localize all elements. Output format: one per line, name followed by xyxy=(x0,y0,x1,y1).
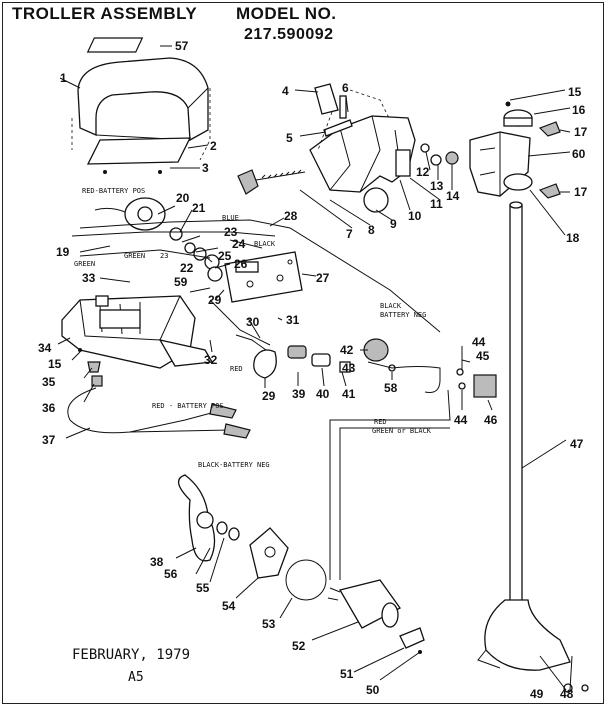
callout-57: 57 xyxy=(175,39,189,53)
callout-15: 15 xyxy=(568,85,582,99)
callout-53: 53 xyxy=(262,617,276,631)
callout-58: 58 xyxy=(384,381,398,395)
diagram-title: TROLLER ASSEMBLY xyxy=(12,4,198,23)
callout-46: 46 xyxy=(484,413,498,427)
callout-27: 27 xyxy=(316,271,330,285)
callout-22: 22 xyxy=(180,261,194,275)
callout-9: 9 xyxy=(390,217,397,231)
callout-44b: 44 xyxy=(454,413,468,427)
callout-35: 35 xyxy=(42,375,56,389)
callout-17: 17 xyxy=(574,125,588,139)
callout-23: 23 xyxy=(224,225,238,239)
callout-36: 36 xyxy=(42,401,56,415)
label-red-battery-pos: RED-BATTERY POS xyxy=(82,187,145,195)
callout-24: 24 xyxy=(232,237,246,251)
callout-10: 10 xyxy=(408,209,422,223)
callout-52: 52 xyxy=(292,639,306,653)
callout-13: 13 xyxy=(430,179,444,193)
callout-16: 16 xyxy=(572,103,586,117)
callout-41: 41 xyxy=(342,387,356,401)
wire-harness xyxy=(79,219,441,333)
callout-21: 21 xyxy=(192,201,206,215)
part-disc xyxy=(363,187,389,213)
callout-48: 48 xyxy=(560,687,574,701)
model-label: MODEL NO. xyxy=(236,4,337,23)
part-motor xyxy=(339,579,401,629)
label-green-2: GREEN xyxy=(74,260,95,268)
callout-43: 43 xyxy=(342,361,356,375)
label-red-battery-pos-bottom: RED - BATTERY POS xyxy=(152,402,224,410)
callout-14: 14 xyxy=(446,189,460,203)
callout-32: 32 xyxy=(204,353,218,367)
callout-37: 37 xyxy=(42,433,56,447)
callout-29b: 29 xyxy=(262,389,276,403)
callout-8: 8 xyxy=(368,223,375,237)
callout-5: 5 xyxy=(286,131,293,145)
callout-42: 42 xyxy=(340,343,354,357)
callout-4: 4 xyxy=(282,84,289,98)
callout-51: 51 xyxy=(340,667,354,681)
callout-40: 40 xyxy=(316,387,330,401)
label-green: GREEN xyxy=(124,252,145,260)
label-battery-neg: BATTERY NEG xyxy=(380,311,426,319)
callout-17b: 17 xyxy=(574,185,588,199)
callout-12: 12 xyxy=(416,165,430,179)
callout-45: 45 xyxy=(476,349,490,363)
callout-26: 26 xyxy=(234,257,248,271)
callout-29: 29 xyxy=(208,293,222,307)
callout-30: 30 xyxy=(246,315,260,329)
revision-code: A5 xyxy=(128,670,144,685)
label-black-battery-neg-bottom: BLACK-BATTERY NEG xyxy=(198,461,270,469)
callout-55: 55 xyxy=(196,581,210,595)
callout-39: 39 xyxy=(292,387,306,401)
callout-28: 28 xyxy=(284,209,298,223)
label-black: BLACK xyxy=(254,240,276,248)
revision-date: FEBRUARY, 1979 xyxy=(72,647,191,663)
callout-18: 18 xyxy=(566,231,580,245)
part-propeller xyxy=(178,474,216,562)
callout-56: 56 xyxy=(164,567,178,581)
label-green-or-black: GREEN or BLACK xyxy=(372,427,432,435)
part-o-ring xyxy=(285,559,327,601)
label-red-2: RED xyxy=(374,418,387,426)
callout-1: 1 xyxy=(60,71,67,85)
model-number: 217.590092 xyxy=(244,26,334,43)
part-cover xyxy=(77,57,209,142)
callout-31: 31 xyxy=(286,313,300,327)
callout-2: 2 xyxy=(210,139,217,153)
label-blue: BLUE xyxy=(222,214,239,222)
part-shaft xyxy=(509,204,523,611)
part-knob-screw xyxy=(237,169,259,195)
callout-50: 50 xyxy=(366,683,380,697)
callout-44: 44 xyxy=(472,335,486,349)
part-plate-top xyxy=(86,37,144,53)
callout-20: 20 xyxy=(176,191,190,205)
part-prop-hub xyxy=(249,527,289,579)
callout-7: 7 xyxy=(346,227,353,241)
callout-34: 34 xyxy=(38,341,52,355)
callout-38: 38 xyxy=(150,555,164,569)
callout-47: 47 xyxy=(570,437,584,451)
label-red: RED xyxy=(230,365,243,373)
callout-25: 25 xyxy=(218,249,232,263)
callout-59: 59 xyxy=(174,275,188,289)
part-lower-unit xyxy=(484,599,571,671)
callout-6: 6 xyxy=(342,81,349,95)
label-small-23: 23 xyxy=(160,252,168,260)
callout-3: 3 xyxy=(202,161,209,175)
part-toggle-switch xyxy=(473,374,497,398)
callout-11: 11 xyxy=(430,197,443,211)
callout-15b: 15 xyxy=(48,357,62,371)
battery-cable xyxy=(67,387,231,434)
part-plate xyxy=(86,137,192,165)
callout-33: 33 xyxy=(82,271,96,285)
callout-49: 49 xyxy=(530,687,544,701)
callout-19: 19 xyxy=(56,245,70,259)
label-black-battery: BLACK xyxy=(380,302,402,310)
callout-60: 60 xyxy=(572,147,586,161)
callout-54: 54 xyxy=(222,599,236,613)
